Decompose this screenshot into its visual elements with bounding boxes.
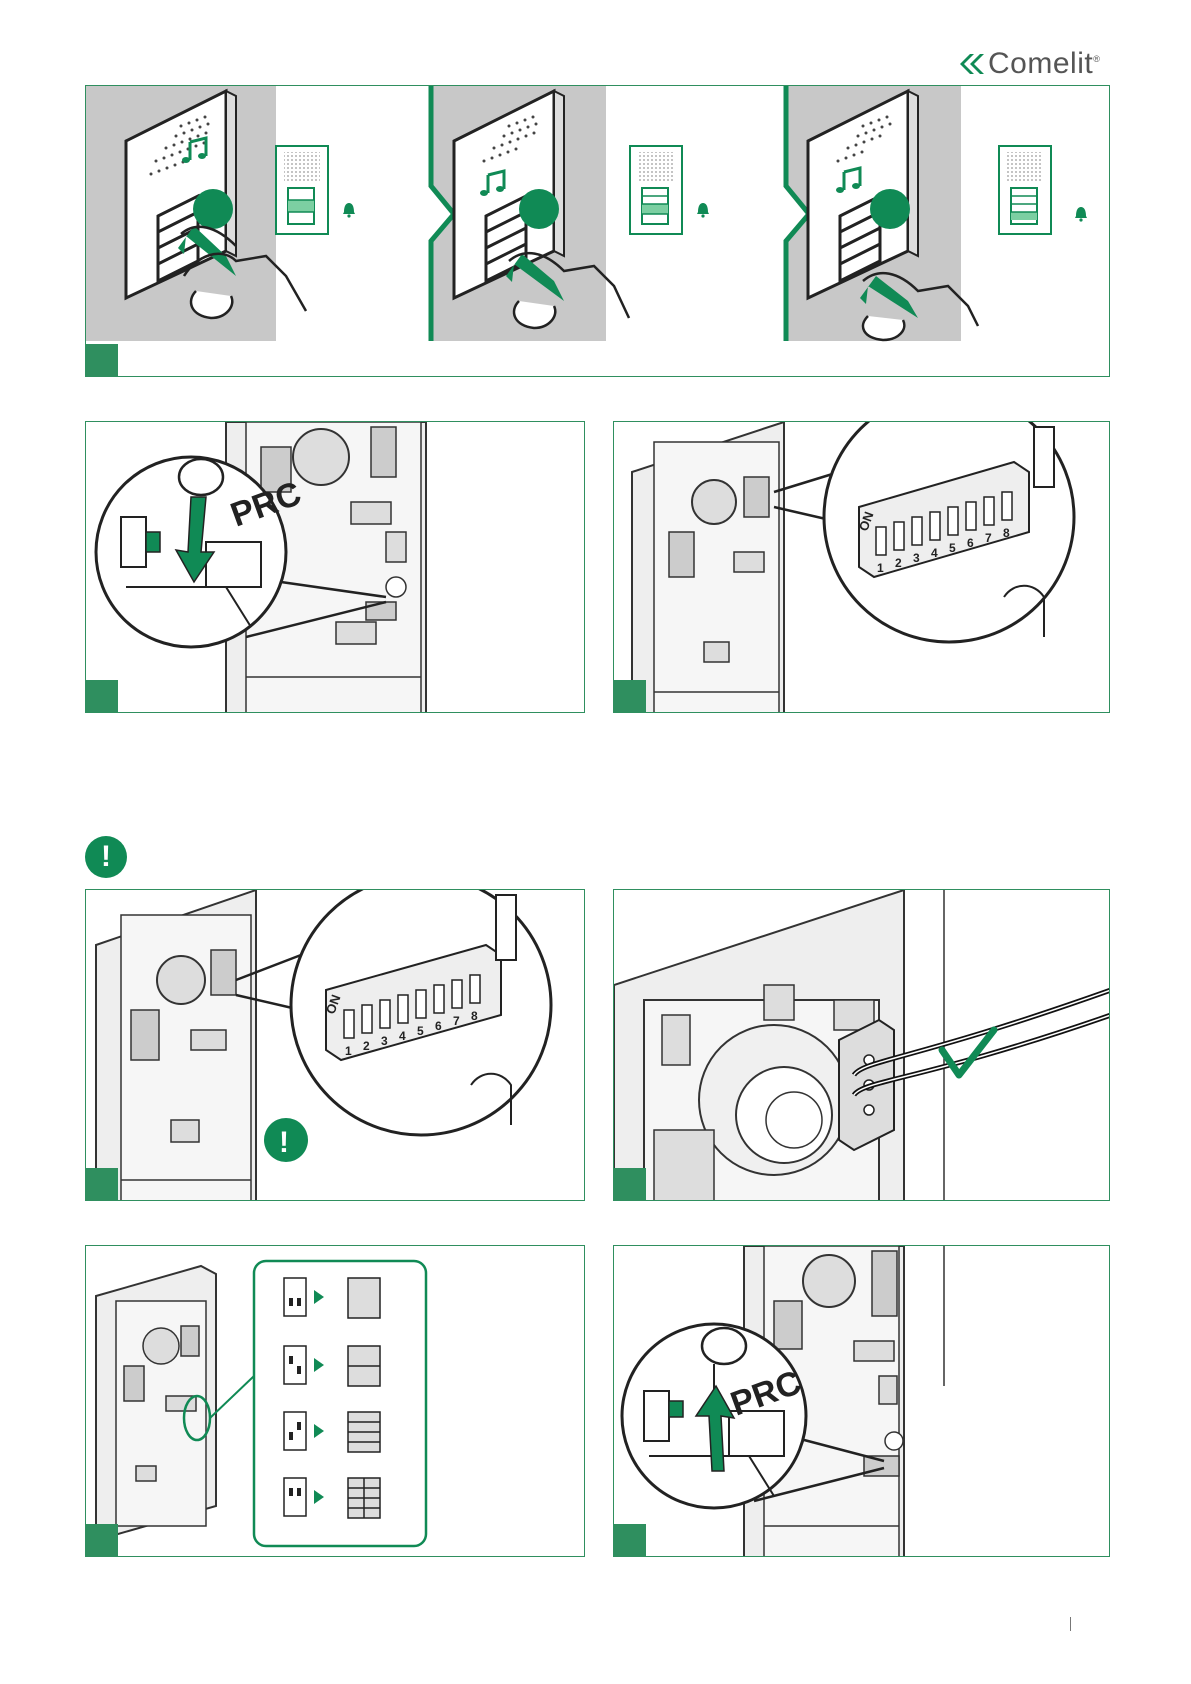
warning-icon: !	[264, 1118, 308, 1162]
comelit-mark-icon	[958, 52, 988, 76]
step-marker	[86, 1168, 118, 1200]
cable-wiring-illustration	[614, 890, 1110, 1201]
svg-text:7: 7	[453, 1014, 460, 1028]
svg-text:6: 6	[435, 1019, 442, 1033]
panel-dip-switch-2: ON 1 2 3 4 5 6 7 8 !	[85, 889, 585, 1201]
svg-text:!: !	[279, 1126, 289, 1159]
button-configuration-illustration	[86, 1246, 585, 1557]
step-marker	[86, 344, 118, 376]
svg-text:8: 8	[1003, 526, 1010, 540]
svg-text:3: 3	[381, 1034, 388, 1048]
button-config-diagram-1	[276, 146, 328, 234]
step-marker	[614, 1524, 646, 1556]
button-config-diagram-3	[999, 146, 1051, 234]
step-marker	[614, 1168, 646, 1200]
svg-text:3: 3	[913, 551, 920, 565]
step-marker	[86, 1524, 118, 1556]
dip-switch-illustration-1: ON 1 2 3 4 5 6 7 8	[614, 422, 1110, 713]
prc-press-illustration: PRC	[86, 422, 585, 713]
svg-text:8: 8	[471, 1009, 478, 1023]
panel-programming-sequence	[85, 85, 1110, 377]
step-marker	[614, 680, 646, 712]
bell-icon	[343, 203, 355, 218]
step-marker	[86, 680, 118, 712]
warning-icon: !	[85, 836, 127, 878]
svg-text:5: 5	[949, 541, 956, 555]
svg-text:7: 7	[985, 531, 992, 545]
svg-text:1: 1	[345, 1044, 352, 1058]
panel-dip-switch-1: ON 1 2 3 4 5 6 7 8	[613, 421, 1110, 713]
panel-prc-release: PRC	[613, 1245, 1110, 1557]
panel-button-configuration	[85, 1245, 585, 1557]
panel-prc-press: PRC	[85, 421, 585, 713]
bell-icon	[697, 203, 709, 218]
bell-icon	[1075, 207, 1087, 222]
svg-text:4: 4	[399, 1029, 406, 1043]
brand-logo: Comelit®	[958, 46, 1114, 82]
svg-text:4: 4	[931, 546, 938, 560]
prc-release-illustration: PRC	[614, 1246, 1110, 1557]
svg-text:2: 2	[363, 1039, 370, 1053]
page-number-divider	[1070, 1617, 1071, 1631]
dip-switch-illustration-2: ON 1 2 3 4 5 6 7 8 !	[86, 890, 585, 1201]
svg-text:5: 5	[417, 1024, 424, 1038]
panel-cable-wiring	[613, 889, 1110, 1201]
svg-text:6: 6	[967, 536, 974, 550]
svg-text:2: 2	[895, 556, 902, 570]
button-config-diagram-2	[630, 146, 682, 234]
programming-sequence-illustration	[86, 86, 1110, 377]
svg-text:1: 1	[877, 561, 884, 575]
brand-name: Comelit®	[988, 47, 1100, 81]
